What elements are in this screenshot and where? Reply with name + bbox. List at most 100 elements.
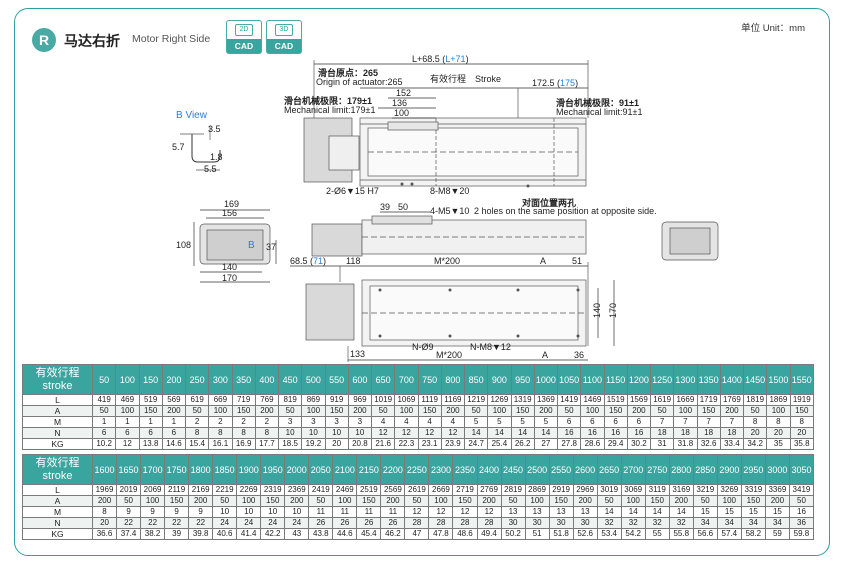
row-label: M bbox=[22, 506, 93, 518]
table-cell: 3 bbox=[347, 416, 373, 428]
stroke-header-cell: 2000 bbox=[284, 454, 310, 485]
table-cell: 5 bbox=[487, 416, 512, 428]
table-cell: 9 bbox=[188, 506, 214, 518]
stroke-header-cell: 3000 bbox=[764, 454, 790, 485]
table-cell: 18 bbox=[673, 427, 698, 439]
table-cell: 29.4 bbox=[603, 438, 628, 450]
table-cell: 2919 bbox=[548, 484, 574, 496]
table-cell: 150 bbox=[452, 495, 478, 507]
table-cell: 55 bbox=[644, 528, 670, 540]
table-cell: 2 bbox=[208, 416, 233, 428]
table-cell: 8 bbox=[789, 416, 814, 428]
table-cell: 28 bbox=[404, 517, 430, 529]
stroke-header-cell: 1300 bbox=[673, 364, 698, 395]
table-cell: 100 bbox=[301, 405, 326, 417]
table-cell: 569 bbox=[161, 394, 187, 406]
table-cell: 30 bbox=[572, 517, 598, 529]
stroke-header-cell: 200 bbox=[161, 364, 187, 395]
dim-152: 152 bbox=[396, 88, 411, 98]
table-cell: 43 bbox=[284, 528, 310, 540]
dim-m200b: M*200 bbox=[436, 350, 462, 360]
m5-cn: 4-M5▼10 bbox=[430, 206, 469, 216]
dim-118: 118 bbox=[346, 256, 360, 266]
table-cell: 419 bbox=[91, 394, 117, 406]
table-cell: 12 bbox=[452, 506, 478, 518]
stroke-header-cell: 50 bbox=[91, 364, 117, 395]
dim-170b: 170 bbox=[608, 303, 618, 318]
table-cell: 12 bbox=[370, 427, 396, 439]
stroke-header-cell: 300 bbox=[208, 364, 233, 395]
table-cell: 50.2 bbox=[500, 528, 526, 540]
stroke-header-cell: 2600 bbox=[572, 454, 598, 485]
table-cell: 12 bbox=[404, 506, 430, 518]
stroke-header-cell: 850 bbox=[463, 364, 489, 395]
table-cell: 24 bbox=[284, 517, 310, 529]
table-cell: 14 bbox=[596, 506, 622, 518]
table-cell: 21.6 bbox=[370, 438, 396, 450]
dim-156: 156 bbox=[222, 208, 237, 218]
table-cell: 2269 bbox=[236, 484, 262, 496]
stroke-header-cell: 650 bbox=[370, 364, 396, 395]
table-cell: 200 bbox=[476, 495, 502, 507]
dim-68-5: 68.5 (71) bbox=[290, 256, 326, 266]
table-cell: 2319 bbox=[260, 484, 286, 496]
table-cell: 100 bbox=[524, 495, 550, 507]
table-cell: 8 bbox=[254, 427, 280, 439]
table-cell: 14 bbox=[644, 506, 670, 518]
table-cell: 50 bbox=[596, 495, 622, 507]
table-cell: 2769 bbox=[476, 484, 502, 496]
table-cell: 7 bbox=[673, 416, 698, 428]
table-cell: 13 bbox=[548, 506, 574, 518]
cad-2d-button[interactable]: 2D CAD bbox=[226, 20, 262, 54]
table-cell: 1719 bbox=[696, 394, 721, 406]
n-m8: N-M8▼12 bbox=[470, 342, 511, 352]
table-cell: 2 bbox=[231, 416, 256, 428]
table-cell: 1469 bbox=[580, 394, 605, 406]
table-cell: 10 bbox=[277, 427, 303, 439]
stroke-header-cell: 2750 bbox=[644, 454, 670, 485]
table-cell: 58.2 bbox=[740, 528, 766, 540]
dim-140b: 140 bbox=[592, 303, 602, 318]
table-cell: 49.4 bbox=[476, 528, 502, 540]
table-cell: 10.2 bbox=[91, 438, 117, 450]
table-cell: 12 bbox=[440, 427, 466, 439]
table-cell: 6 bbox=[626, 416, 652, 428]
table-cell: 35 bbox=[766, 438, 791, 450]
row-label: L bbox=[22, 394, 93, 406]
hole-8-m8: 8-M8▼20 bbox=[430, 186, 469, 196]
table-cell: 13 bbox=[572, 506, 598, 518]
table-cell: 16 bbox=[580, 427, 605, 439]
technical-drawing: L+68.5 (L+71) 滑台原点：265 Origin of actuato… bbox=[172, 54, 719, 362]
table-cell: 34 bbox=[716, 517, 742, 529]
stroke-header-cell: 2150 bbox=[356, 454, 382, 485]
table-cell: 969 bbox=[347, 394, 373, 406]
table-cell: 200 bbox=[188, 495, 214, 507]
stroke-label-en: stroke bbox=[42, 379, 73, 392]
table-cell: 37.4 bbox=[116, 528, 142, 540]
stroke-header-cell: 1650 bbox=[116, 454, 142, 485]
row-label: L bbox=[22, 484, 93, 496]
row-label: N bbox=[22, 517, 93, 529]
stroke-header-cell: 1400 bbox=[719, 364, 745, 395]
dim-136: 136 bbox=[392, 98, 407, 108]
stroke-header-cell: 1700 bbox=[140, 454, 166, 485]
table-cell: 7 bbox=[719, 416, 745, 428]
table-cell: 3319 bbox=[740, 484, 766, 496]
table-cell: 28 bbox=[476, 517, 502, 529]
stroke-header-cell: 350 bbox=[231, 364, 256, 395]
dim-37: 37 bbox=[266, 242, 276, 252]
table-cell: 2069 bbox=[140, 484, 166, 496]
table-cell: 4 bbox=[370, 416, 396, 428]
table-cell: 26 bbox=[356, 517, 382, 529]
table-cell: 150 bbox=[789, 405, 814, 417]
table-cell: 9 bbox=[140, 506, 166, 518]
table-cell: 1169 bbox=[440, 394, 466, 406]
cad-3d-button[interactable]: 3D CAD bbox=[266, 20, 302, 54]
table-cell: 719 bbox=[231, 394, 256, 406]
table-cell: 819 bbox=[277, 394, 303, 406]
table-cell: 57.4 bbox=[716, 528, 742, 540]
table-cell: 150 bbox=[138, 405, 163, 417]
